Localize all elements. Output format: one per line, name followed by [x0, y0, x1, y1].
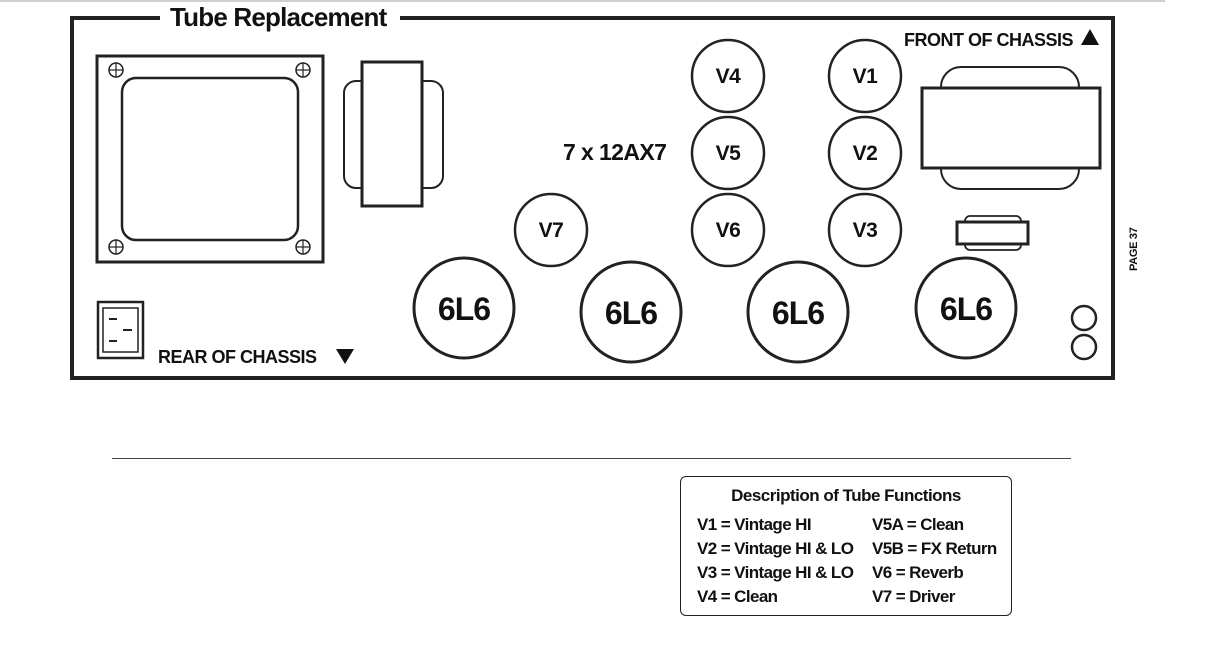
tube-v6[interactable]: V6 — [690, 192, 766, 268]
legend-item: V5B = FX Return — [872, 539, 997, 558]
legend-title: Description of Tube Functions — [731, 486, 961, 505]
power-tube-3[interactable]: 6L6 — [746, 260, 850, 364]
chassis-diagram: Tube Replacement FRONT OF CHASSIS — [70, 2, 1115, 380]
legend-left-column: V1 = Vintage HI V2 = Vintage HI & LO V3 … — [697, 513, 854, 609]
screw-icon — [295, 239, 311, 255]
power-transformer — [95, 54, 325, 264]
legend-item: V6 = Reverb — [872, 563, 964, 582]
screw-icon — [108, 62, 124, 78]
tube-group-label: 7 x 12AX7 — [563, 139, 666, 165]
legend-item: V1 = Vintage HI — [697, 515, 812, 534]
tube-v5[interactable]: V5 — [690, 115, 766, 191]
legend-item: V4 = Clean — [697, 587, 778, 606]
rear-of-chassis-label: REAR OF CHASSIS — [158, 347, 317, 367]
choke-transformer — [920, 66, 1102, 190]
top-rule — [0, 0, 1165, 2]
legend-item: V3 = Vintage HI & LO — [697, 563, 854, 582]
output-transformer — [343, 60, 444, 208]
jack-bottom — [1070, 333, 1098, 361]
power-tube-label: 6L6 — [940, 291, 992, 327]
section-divider — [112, 458, 1071, 459]
power-tube-label: 6L6 — [772, 295, 824, 331]
small-component — [955, 215, 1030, 251]
screw-icon — [295, 62, 311, 78]
legend-right-column: V5A = Clean V5B = FX Return V6 = Reverb … — [872, 513, 997, 609]
tube-label: V6 — [716, 219, 741, 242]
tube-v3[interactable]: V3 — [827, 192, 903, 268]
power-tube-label: 6L6 — [605, 295, 657, 331]
tube-v2[interactable]: V2 — [827, 115, 903, 191]
tube-label: V1 — [853, 65, 879, 88]
tube-label: V7 — [539, 219, 564, 242]
up-arrow-icon — [1081, 29, 1099, 45]
legend-item: V5A = Clean — [872, 515, 964, 534]
legend-item: V2 = Vintage HI & LO — [697, 539, 854, 558]
front-of-chassis-label: FRONT OF CHASSIS — [904, 30, 1073, 50]
page-number: PAGE 37 — [1128, 227, 1140, 271]
power-tube-2[interactable]: 6L6 — [579, 260, 683, 364]
tube-v1[interactable]: V1 — [827, 38, 903, 114]
power-tube-4[interactable]: 6L6 — [914, 256, 1018, 360]
down-arrow-icon — [336, 349, 354, 364]
tube-label: V4 — [716, 65, 742, 88]
tube-label: V2 — [853, 142, 878, 165]
tube-functions-legend: Description of Tube Functions V1 = Vinta… — [680, 476, 1012, 616]
power-tube-label: 6L6 — [438, 291, 490, 327]
diagram-title: Tube Replacement — [170, 2, 388, 32]
legend-item: V7 = Driver — [872, 587, 955, 606]
tube-label: V5 — [716, 142, 742, 165]
tube-v4[interactable]: V4 — [690, 38, 766, 114]
power-tube-1[interactable]: 6L6 — [412, 256, 516, 360]
power-inlet-icon — [96, 300, 145, 360]
tube-label: V3 — [853, 219, 878, 242]
screw-icon — [108, 239, 124, 255]
jack-top — [1070, 304, 1098, 332]
tube-v7[interactable]: V7 — [513, 192, 589, 268]
chassis-outline — [70, 16, 1115, 380]
